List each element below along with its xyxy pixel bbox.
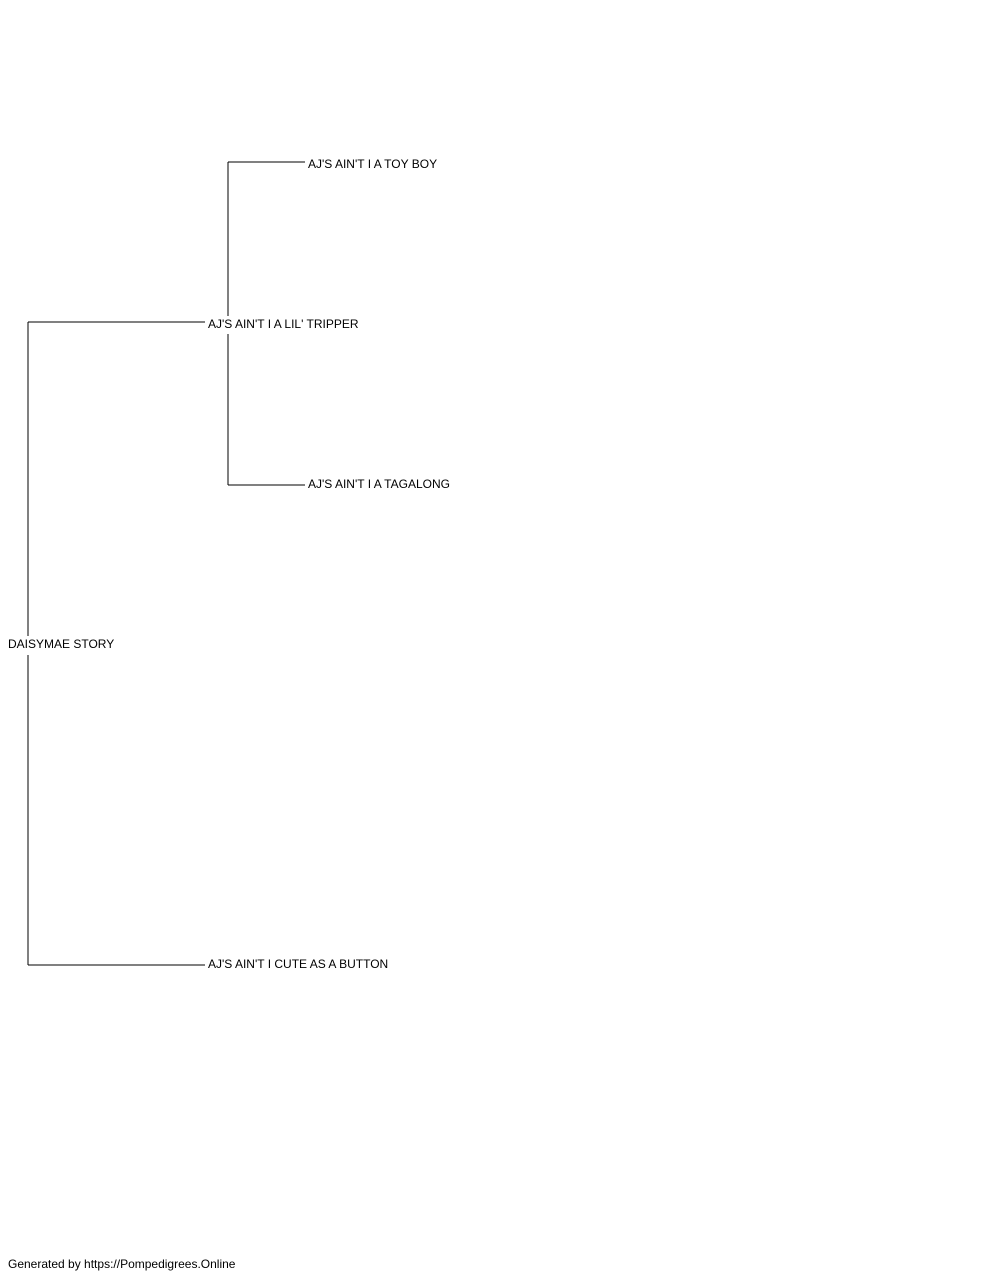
generated-by-footer: Generated by https://Pompedigrees.Online: [8, 1257, 236, 1271]
paternal-grandsire-name: AJ'S AIN'T I A TOY BOY: [308, 157, 438, 171]
paternal-granddam-name: AJ'S AIN'T I A TAGALONG: [308, 477, 450, 491]
sire-name: AJ'S AIN'T I A LIL' TRIPPER: [208, 317, 359, 331]
subject-name: DAISYMAE STORY: [8, 637, 115, 651]
dam-name: AJ'S AIN'T I CUTE AS A BUTTON: [208, 957, 389, 971]
